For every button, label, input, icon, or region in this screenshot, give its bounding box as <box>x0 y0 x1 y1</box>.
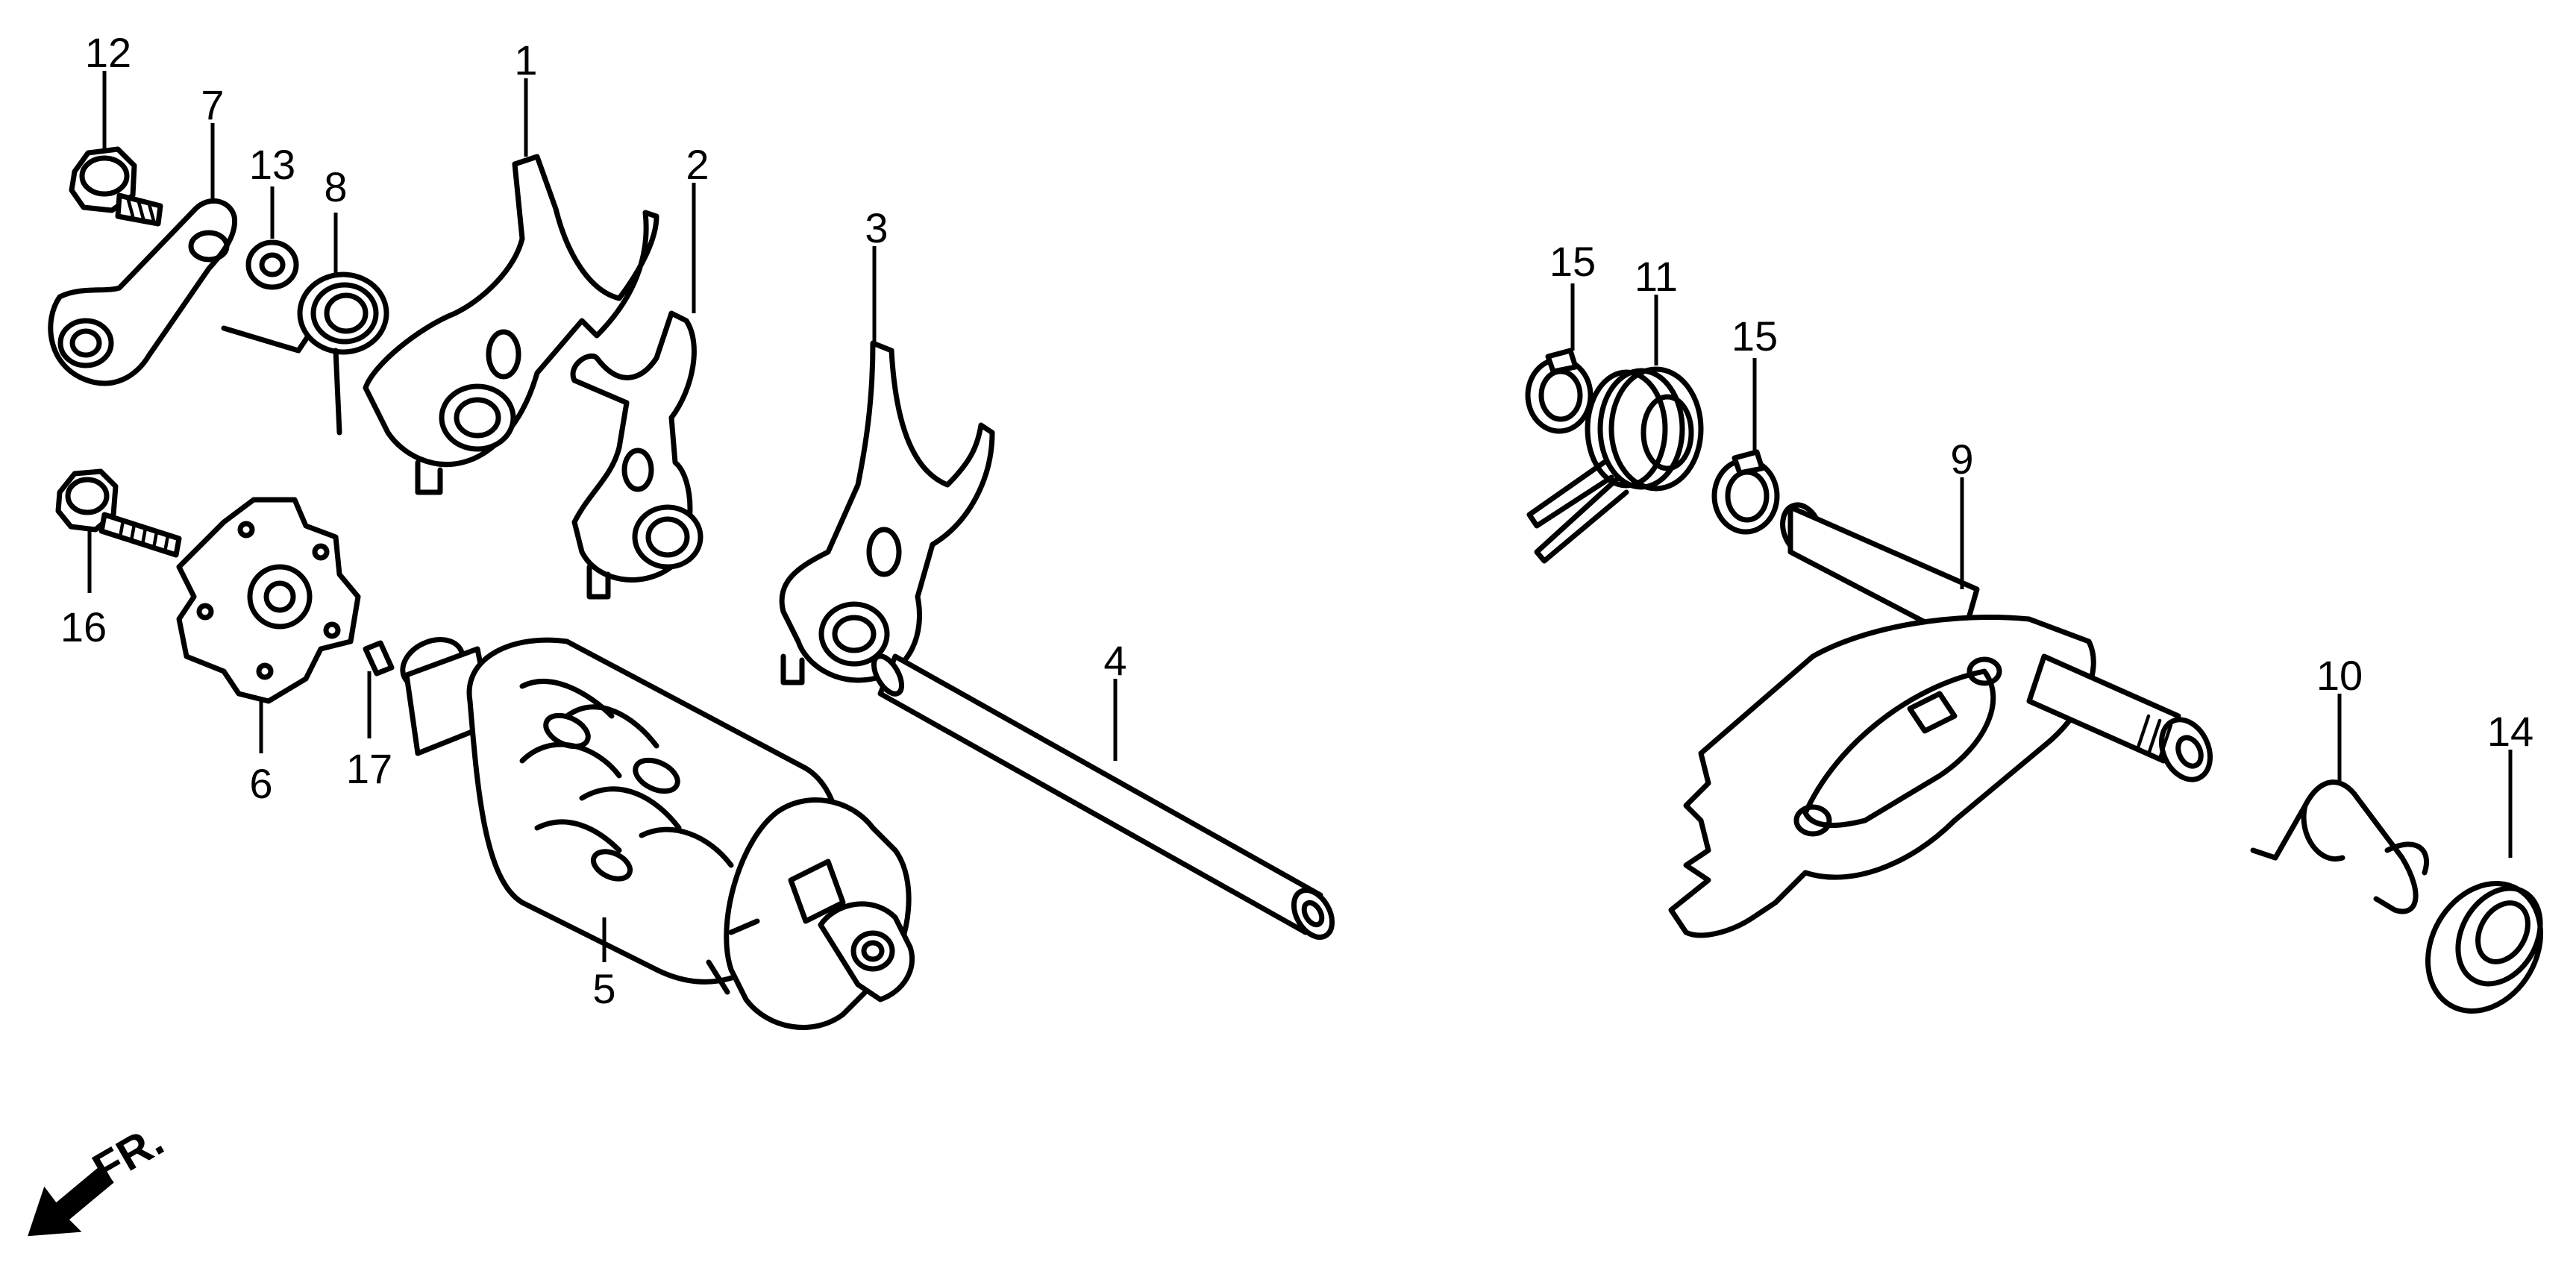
callout-13: 13 <box>249 141 295 188</box>
part-12-bolt <box>69 146 163 227</box>
callout-10: 10 <box>2316 652 2363 699</box>
callout-2: 2 <box>686 141 709 188</box>
part-15-clip-b <box>1711 449 1780 535</box>
callout-4: 4 <box>1103 637 1126 684</box>
part-10-return-spring <box>2250 779 2430 914</box>
part-6-star-plate <box>176 497 361 704</box>
callout-5: 5 <box>592 965 615 1012</box>
part-14-oil-seal <box>2425 881 2543 1014</box>
callout-12: 12 <box>85 29 131 76</box>
callout-6: 6 <box>249 760 272 807</box>
callout-9: 9 <box>1950 436 1973 483</box>
part-5-shift-drum <box>400 637 915 1030</box>
part-2-shift-fork <box>570 310 703 600</box>
callout-8: 8 <box>324 163 347 210</box>
part-1-shift-fork <box>363 154 659 495</box>
callout-15-a: 15 <box>1549 238 1596 285</box>
leader-lines <box>87 71 2513 962</box>
part-9-gearshift-spindle <box>1668 502 2213 938</box>
callout-17: 17 <box>346 745 392 792</box>
front-arrow-icon <box>28 1165 114 1237</box>
callout-15-b: 15 <box>1732 313 1778 360</box>
part-11-torsion-spring <box>1526 366 1704 564</box>
front-direction-indicator: FR. <box>28 1115 172 1237</box>
part-15-clip-a <box>1525 348 1593 434</box>
callout-11: 11 <box>1635 253 1678 300</box>
callout-3: 3 <box>865 204 888 251</box>
part-7-stopper-arm <box>48 198 238 386</box>
part-3-shift-fork <box>779 340 995 685</box>
callout-1: 1 <box>514 37 537 84</box>
part-17-pin <box>363 640 395 677</box>
callout-16: 16 <box>60 603 107 650</box>
callout-7: 7 <box>201 81 224 128</box>
callout-14: 14 <box>2487 708 2533 755</box>
part-8-spring <box>221 272 389 436</box>
part-13-washer <box>245 239 299 290</box>
part-16-bolt <box>55 468 182 558</box>
part-4-fork-shaft <box>871 653 1335 940</box>
